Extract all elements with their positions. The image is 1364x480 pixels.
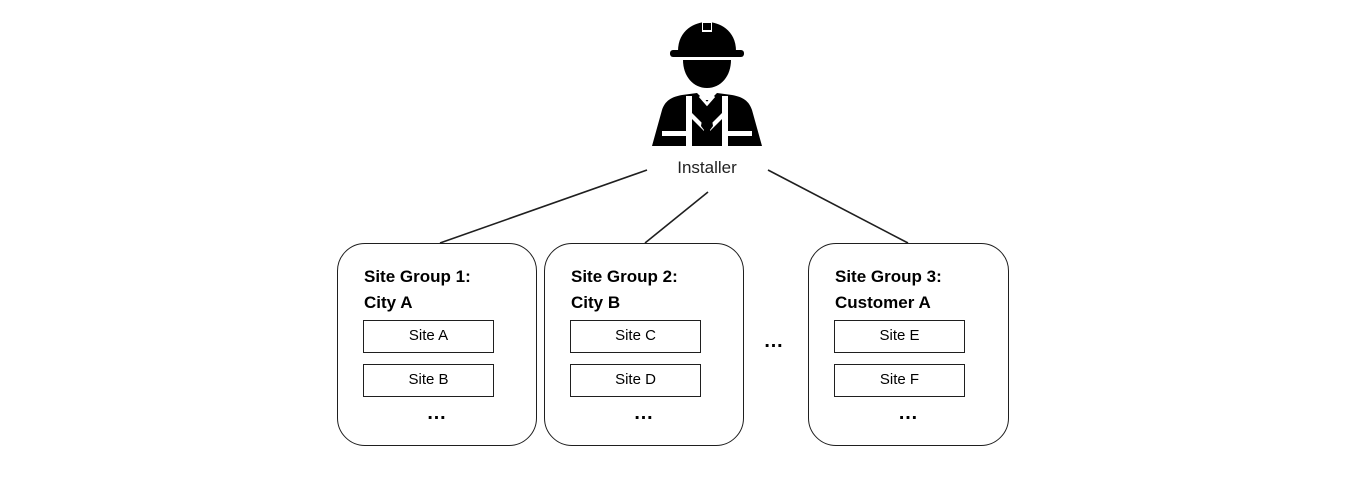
site-group-3: Site Group 3: Customer A Site E Site F … (808, 243, 1009, 446)
site-box: Site C (570, 320, 701, 353)
site-group-1: Site Group 1: City A Site A Site B … (337, 243, 537, 446)
connector-installer-group-1 (439, 169, 648, 244)
site-group-title: Site Group 3: Customer A (835, 267, 942, 312)
more-sites-ellipsis: … (633, 402, 655, 424)
construction-worker-icon (640, 18, 774, 150)
site-box: Site F (834, 364, 965, 397)
site-box: Site B (363, 364, 494, 397)
connector-installer-group-3 (767, 169, 909, 244)
site-group-title: Site Group 2: City B (571, 267, 678, 312)
more-sites-ellipsis: … (898, 402, 919, 424)
more-groups-ellipsis: … (763, 330, 785, 352)
site-group-title: Site Group 1: City A (364, 267, 471, 312)
more-sites-ellipsis: … (426, 402, 448, 424)
site-box: Site A (363, 320, 494, 353)
site-box: Site E (834, 320, 965, 353)
connector-installer-group-2 (644, 191, 709, 244)
site-group-2: Site Group 2: City B Site C Site D … (544, 243, 744, 446)
installer-label: Installer (677, 158, 737, 177)
site-box: Site D (570, 364, 701, 397)
